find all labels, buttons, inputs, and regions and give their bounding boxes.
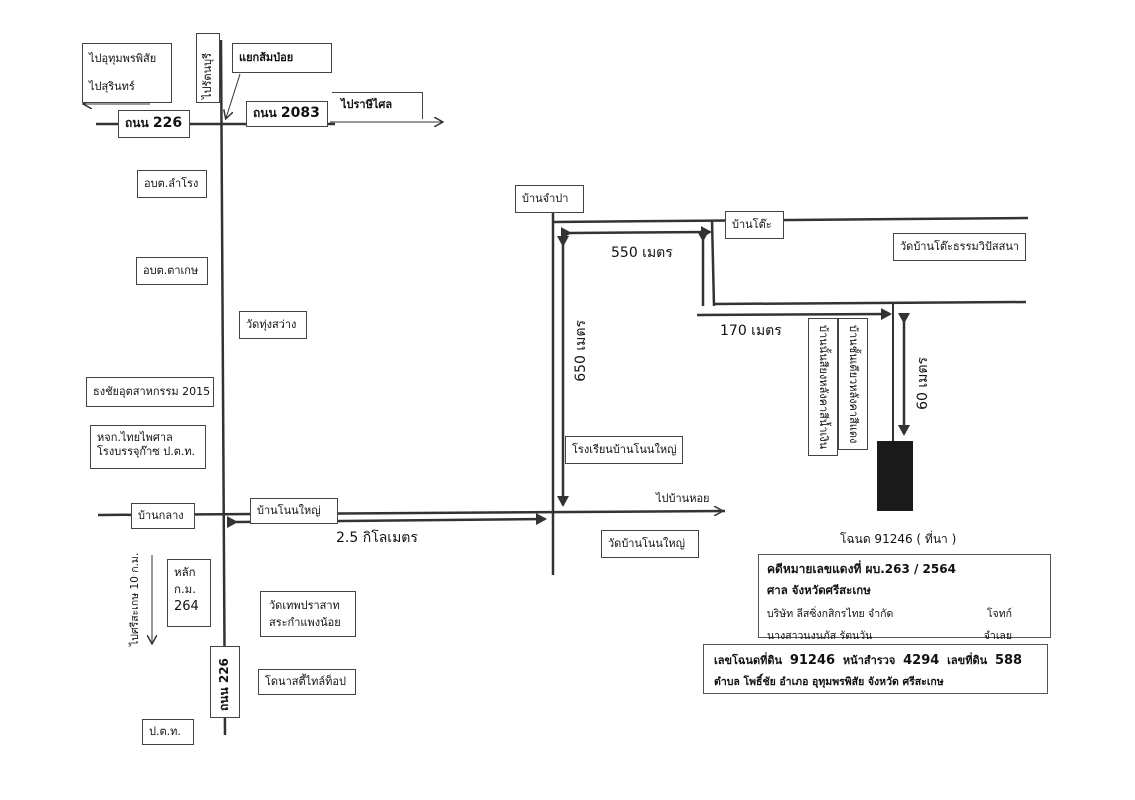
wat-thep-line1: วัดเทพปราสาท: [269, 599, 340, 612]
km-post-line1: หลัก: [174, 565, 196, 579]
label-to-si-sa-ket: ไปศรีสะเกษ 10 ก.ม.: [129, 552, 141, 646]
deed-info-box: เลขโฉนดที่ดิน 91246 หน้าสำรวจ 4294 เลขที…: [703, 644, 1048, 694]
deed-label: เลขโฉนดที่ดิน: [714, 654, 782, 667]
defendant-role: จำเลย: [983, 630, 1012, 642]
label-wat-ban-to: วัดบ้านโต๊ะธรรมวิปัสสนา: [893, 233, 1026, 261]
label-tile-shop: โดนาสตี้ไทล์ท็อป: [258, 669, 356, 695]
label-ban-nonyai-road: บ้านโนนใหญ่: [250, 498, 338, 524]
label-to-rasi-salai: ไปราษีไศล: [341, 98, 393, 111]
defendant-row: นางสาวนงนภัส รัตนวัน จำเลย: [767, 627, 1042, 644]
dist-arrow-170: [696, 308, 892, 321]
road-side: [713, 300, 1027, 306]
label-bank: ธงชัยอุตสาหกรรม 2015: [86, 377, 214, 407]
label-obt-lamrong: อบต.ลำโรง: [137, 170, 207, 198]
label-thai-paisan: หจก.ไทยไพศาล โรงบรรจุก๊าซ ป.ต.ท.: [90, 425, 206, 469]
distance-650: 650 เมตร: [573, 320, 589, 382]
label-to-ban-hoi: ไปบ้านหอย: [656, 492, 710, 505]
label-to-rattanaburi: ไปรัตนบุรี: [196, 33, 220, 103]
thai-paisan-line1: หจก.ไทยไพศาล: [97, 431, 173, 444]
km-post-line3: 264: [174, 599, 199, 614]
thai-paisan-line2: โรงบรรจุก๊าซ ป.ต.ท.: [97, 445, 196, 458]
deed-line2: ตำบล โพธิ์ชัย อำเภอ อุทุมพรพิสัย จังหวัด…: [714, 676, 944, 688]
label-ptt: ป.ต.ท.: [142, 719, 194, 745]
plaintiff-name: บริษัท ลีสซิ่งกสิกรไทย จำกัด: [767, 608, 894, 620]
label-deed-caption: โฉนด 91246 ( ที่นา ): [840, 532, 957, 546]
target-land-plot: [877, 441, 913, 511]
road-226-number: 226: [152, 115, 183, 131]
box-to-rasi-salai: [332, 92, 423, 119]
road-226-prefix: ถนน: [125, 116, 149, 130]
label-sam-poi: แยกส้มป่อย: [232, 43, 332, 73]
land-no: 588: [994, 653, 1023, 668]
label-ban-klang: บ้านกลาง: [131, 503, 195, 529]
label-km-post: หลัก ก.ม. 264: [167, 559, 211, 627]
label-school: โรงเรียนบ้านโนนใหญ่: [565, 436, 683, 464]
distance-550: 550 เมตร: [611, 245, 673, 261]
road-ban-nonyai: [97, 509, 726, 517]
label-ban-champa: บ้านจำปา: [515, 185, 584, 213]
road-2083-label: ถนน 2083: [246, 101, 328, 127]
arrow-sam-poi: [226, 73, 241, 118]
case-info-box: คดีหมายเลขแดงที่ ผบ.263 / 2564 ศาล จังหว…: [758, 554, 1051, 642]
case-number: คดีหมายเลขแดงที่ ผบ.263 / 2564: [767, 562, 956, 576]
road-2083-prefix: ถนน: [253, 106, 277, 120]
land-no-label: เลขที่ดิน: [947, 654, 988, 667]
survey-number: 4294: [903, 653, 940, 668]
distance-170: 170 เมตร: [720, 323, 782, 339]
label-obt-takeh: อบต.ตาเกษ: [136, 257, 208, 285]
label-road-226-bottom: ถนน 226: [210, 646, 240, 718]
plaintiff-row: บริษัท ลีสซิ่งกสิกรไทย จำกัด โจทก์: [767, 605, 1042, 622]
distance-2-5-km: 2.5 กิโลเมตร: [336, 530, 418, 546]
label-house-red-roof: บ้านชั้นเดียวหลังคาสีแดง: [838, 318, 868, 450]
label-house-blue-roof: บ้านนั้นสียงหลังคาสีน้ำเงิน: [808, 318, 838, 456]
court-name: ศาล จังหวัดศรีสะเกษ: [767, 583, 871, 597]
km-post-line2: ก.ม.: [174, 582, 196, 596]
deed-line1: เลขโฉนดที่ดิน 91246 หน้าสำรวจ 4294 เลขที…: [714, 651, 1037, 669]
deed-number: 91246: [789, 653, 836, 668]
survey-label: หน้าสำรวจ: [842, 654, 896, 667]
label-wat-thung-sawang: วัดทุ่งสว่าง: [239, 311, 307, 339]
label-wat-nonyai: วัดบ้านโนนใหญ่: [601, 530, 699, 558]
label-wat-thep: วัดเทพปราสาท สระกำแพงน้อย: [260, 591, 356, 637]
dist-arrow-550: [560, 226, 712, 240]
label-ban-to: บ้านโต๊ะ: [725, 211, 784, 239]
distance-60: 60 เมตร: [915, 357, 931, 410]
road-connector: [710, 219, 716, 307]
label-to-surin: ไปสุรินทร์: [82, 73, 172, 103]
road-226-top-label: ถนน 226: [118, 110, 190, 138]
wat-thep-line2: สระกำแพงน้อย: [269, 616, 341, 629]
plaintiff-role: โจทก์: [986, 608, 1012, 620]
road-226-vertical: [219, 39, 227, 736]
road-2083-number: 2083: [280, 105, 320, 121]
road-ban-to: [552, 216, 1029, 224]
label-to-uthumphon: ไปอุทุมพรพิสัย: [82, 43, 172, 74]
defendant-name: นางสาวนงนภัส รัตนวัน: [767, 630, 873, 642]
